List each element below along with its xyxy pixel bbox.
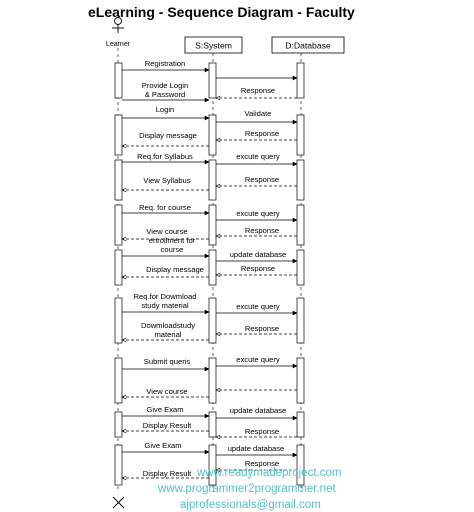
diagram-title: eLearning - Sequence Diagram - Faculty [88,4,355,20]
message-label: Give Exam [144,441,181,450]
destroy-x-icon [112,496,125,509]
learner-actor: Learner [106,17,131,48]
activation-bar [208,114,217,156]
message-label: Registration [145,59,186,68]
message-label: Validate [245,109,272,118]
database-box [271,36,345,54]
message-label: Login [156,105,175,114]
message-label: Display Result [143,469,192,478]
database-label: D:Database [285,41,331,51]
message-label: Provide Login& Password [142,81,188,99]
activation-bar [208,411,217,438]
message-label: update database [230,250,287,259]
activation-bar [114,297,123,344]
message-label: Response [245,175,279,184]
activation-bar [114,411,123,438]
watermark-line: ajprofessionals@gmail.com [180,499,321,511]
system-box [184,36,243,54]
database-activations [296,62,305,486]
messages: Registration Provide Login& Password Res… [122,59,298,478]
activation-bar [296,249,305,286]
activation-bar [208,357,217,404]
message-label: Display message [139,131,197,140]
message-label: Display message [146,265,204,274]
watermark-line: www.programmer2programmer.net [157,483,336,495]
message-label: excute query [236,152,280,161]
activation-bar [208,297,217,344]
message-label: Submit queris [144,357,191,366]
message-label: Response [245,427,279,436]
activation-bar [296,444,305,486]
activation-bar [114,357,123,404]
actor-head-icon [114,17,122,25]
message-label: View course [146,227,187,236]
message-label: Display Result [143,421,192,430]
message-label: Response [241,264,275,273]
activation-bar [208,444,217,486]
activation-bar [114,249,123,286]
message-label: update database [228,444,285,453]
activation-bar [296,62,305,99]
message-label: Response [241,86,275,95]
system-participant: S:System [184,36,243,54]
activation-bar [208,62,217,99]
message-label: View course [146,387,187,396]
activation-bar [114,204,123,246]
message-label: excute query [236,209,280,218]
activation-bar [114,114,123,156]
message-label: Response [245,129,279,138]
database-participant: D:Database [271,36,345,54]
learner-activations [114,62,123,486]
message-label: Req. for course [139,203,191,212]
activation-bar [296,159,305,201]
activation-bar [296,297,305,344]
actor-label: Learner [106,41,131,48]
message-label: Give Exam [146,405,183,414]
activation-bar [208,204,217,246]
activation-bar [114,62,123,99]
activation-bar [296,114,305,156]
activation-bar [296,357,305,404]
message-label: excute query [236,302,280,311]
activation-bar [296,411,305,438]
message-label: update database [230,406,287,415]
system-label: S:System [195,41,232,51]
activation-bar [114,444,123,486]
watermark: www.readymadeproject.com www.programmer2… [157,467,341,511]
activation-bar [114,159,123,201]
watermark-line: www.readymadeproject.com [196,467,341,479]
activation-bar [208,249,217,286]
system-activations [208,62,217,486]
message-label: Response [245,226,279,235]
message-label: View Syllabus [143,176,190,185]
message-label: Response [245,459,279,468]
message-label: Response [245,324,279,333]
message-label: excute query [236,355,280,364]
activation-bar [296,204,305,246]
activation-bar [208,159,217,201]
message-label: Req.for Syllabus [137,152,193,161]
